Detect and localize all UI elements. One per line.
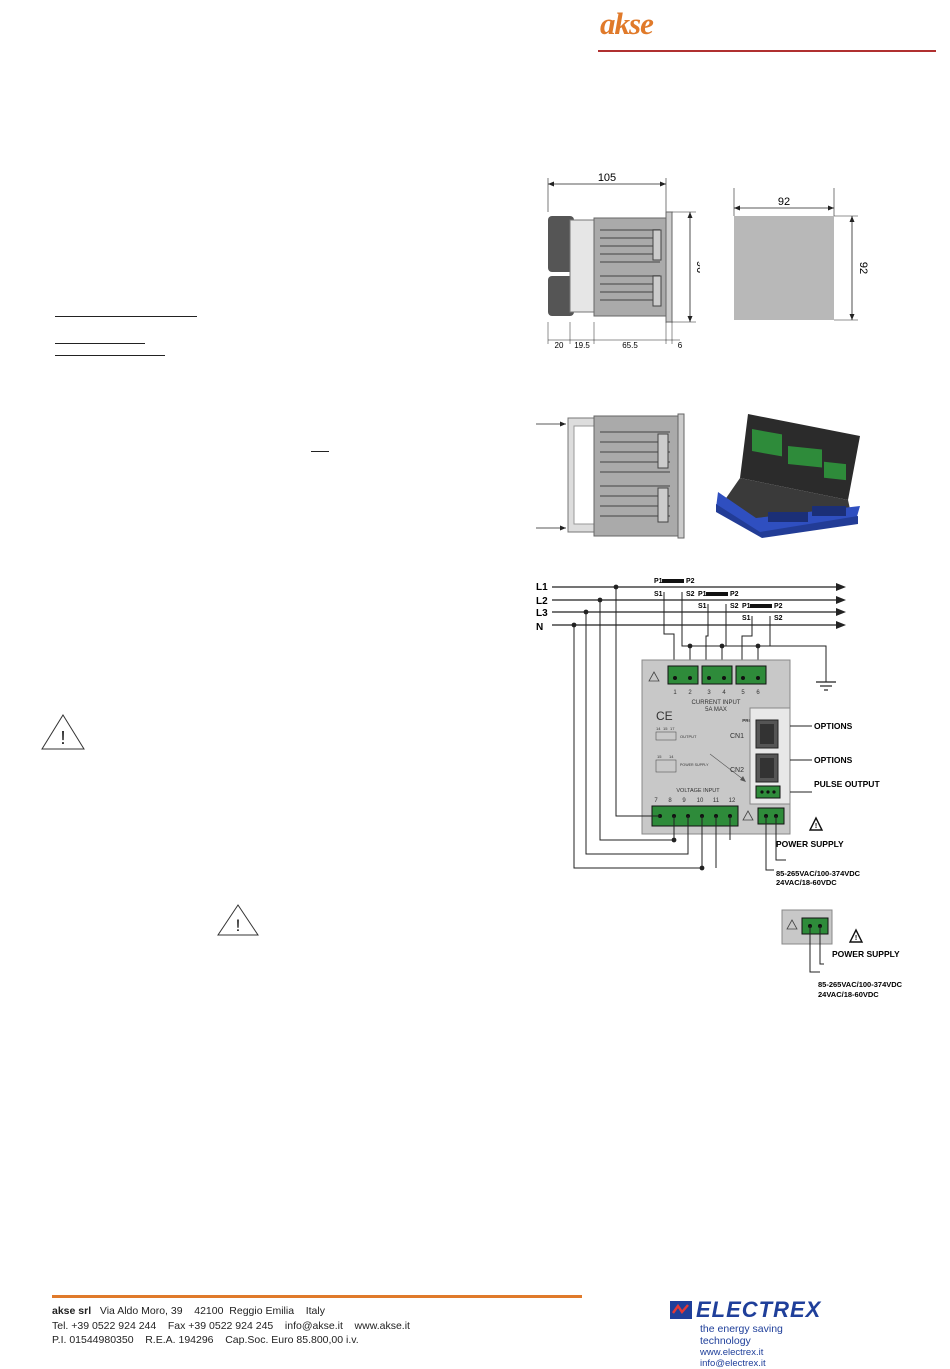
dim-seg-4: 6 bbox=[678, 341, 683, 350]
dim-width: 105 bbox=[598, 172, 616, 184]
svg-text:P2: P2 bbox=[730, 591, 739, 598]
supply-range-2: 24VAC/18-60VDC bbox=[776, 878, 837, 886]
warning-symbol: ! bbox=[60, 728, 65, 748]
header-rule bbox=[598, 50, 936, 52]
cn2-label: CN2 bbox=[730, 767, 744, 774]
dim-height: 96 bbox=[694, 261, 700, 273]
svg-text:P2: P2 bbox=[686, 578, 695, 585]
cutout-height: 92 bbox=[857, 262, 869, 274]
akse-logo: akse bbox=[600, 6, 670, 46]
power-supply-detail: ! POWER SUPPLY 85-265VAC/100-374VDC 24VA… bbox=[781, 909, 903, 999]
svg-text:8: 8 bbox=[668, 798, 672, 804]
electrex-logo: ELECTREX the energy saving technology ww… bbox=[670, 1297, 830, 1369]
footer-rule bbox=[52, 1295, 582, 1298]
svg-text:12: 12 bbox=[729, 798, 736, 804]
dim-seg-3: 65.5 bbox=[622, 341, 638, 350]
svg-text:S2: S2 bbox=[686, 591, 695, 598]
footer-address: Via Aldo Moro, 39 42100 Reggio Emilia It… bbox=[91, 1305, 325, 1317]
logo-text: akse bbox=[600, 6, 654, 41]
pulse-output-label: PULSE OUTPUT bbox=[814, 779, 880, 789]
svg-text:6: 6 bbox=[756, 690, 760, 696]
supply-range-1: 85-265VAC/100-374VDC bbox=[776, 869, 861, 878]
warning-symbol-2: ! bbox=[236, 916, 241, 935]
svg-text:!: ! bbox=[855, 935, 857, 942]
svg-text:P1: P1 bbox=[698, 591, 707, 598]
line-l2: L2 bbox=[536, 596, 548, 607]
options-label-1: OPTIONS bbox=[814, 721, 853, 731]
line-l3: L3 bbox=[536, 608, 548, 619]
svg-text:14: 14 bbox=[656, 726, 661, 731]
detail-supply-1: 85-265VAC/100-374VDC bbox=[818, 980, 903, 989]
warning-triangle-icon: ! bbox=[41, 714, 85, 750]
options-label-2: OPTIONS bbox=[814, 755, 853, 765]
footer-company: akse srl bbox=[52, 1305, 92, 1317]
current-input-label: CURRENT INPUT bbox=[692, 700, 741, 706]
device-3d-image bbox=[716, 414, 860, 538]
line-n: N bbox=[536, 622, 543, 633]
svg-text:15: 15 bbox=[663, 726, 668, 731]
underline-2 bbox=[55, 343, 145, 344]
side-dimension-drawing: 105 96 20 19.5 65.5 6 bbox=[547, 172, 700, 350]
electrex-mark-icon bbox=[670, 1301, 692, 1319]
svg-text:2: 2 bbox=[688, 690, 692, 696]
footer-address-line: akse srl Via Aldo Moro, 39 42100 Reggio … bbox=[52, 1305, 325, 1317]
detail-supply-2: 24VAC/18-60VDC bbox=[818, 990, 879, 999]
ps-small-label: POWER SUPPLY bbox=[680, 763, 709, 767]
svg-text:11: 11 bbox=[713, 798, 720, 804]
svg-text:P2: P2 bbox=[774, 603, 783, 610]
footer-legal: P.I. 01544980350 R.E.A. 194296 Cap.Soc. … bbox=[52, 1334, 359, 1346]
svg-text:P1: P1 bbox=[742, 603, 751, 610]
detail-power-supply: POWER SUPPLY bbox=[832, 949, 900, 959]
svg-text:10: 10 bbox=[697, 798, 704, 804]
electrex-tagline: the energy saving technology bbox=[700, 1323, 783, 1347]
svg-text:9: 9 bbox=[682, 798, 686, 804]
svg-text:!: ! bbox=[815, 823, 817, 830]
electrex-brand: ELECTREX bbox=[696, 1297, 822, 1322]
cutout-width: 92 bbox=[778, 196, 790, 208]
svg-text:S1: S1 bbox=[654, 591, 663, 598]
dim-seg-1: 20 bbox=[555, 341, 564, 350]
svg-text:S2: S2 bbox=[774, 615, 783, 622]
cn1-label: CN1 bbox=[730, 733, 744, 740]
svg-text:S2: S2 bbox=[730, 603, 739, 610]
svg-text:4: 4 bbox=[722, 690, 726, 696]
footer-contacts: Tel. +39 0522 924 244 Fax +39 0522 924 2… bbox=[52, 1320, 410, 1332]
voltage-input-label: VOLTAGE INPUT bbox=[676, 788, 720, 794]
output-label: OUTPUT bbox=[680, 734, 697, 739]
mounting-drawing bbox=[536, 413, 685, 539]
power-supply-label: POWER SUPPLY bbox=[776, 839, 844, 849]
svg-text:17: 17 bbox=[670, 726, 675, 731]
electrex-web: www.electrex.it info@electrex.it bbox=[700, 1347, 766, 1369]
svg-text:15: 15 bbox=[657, 754, 662, 759]
svg-text:3: 3 bbox=[707, 690, 711, 696]
cutout-dimension-drawing: 92 92 bbox=[733, 188, 869, 321]
line-l1: L1 bbox=[536, 582, 548, 593]
svg-text:S1: S1 bbox=[742, 615, 751, 622]
svg-text:5: 5 bbox=[741, 690, 745, 696]
underline-4 bbox=[311, 451, 329, 452]
warning-triangle-icon-2: ! bbox=[217, 904, 259, 936]
dim-seg-2: 19.5 bbox=[574, 341, 590, 350]
svg-text:7: 7 bbox=[654, 798, 658, 804]
svg-text:1: 1 bbox=[673, 690, 677, 696]
svg-text:14: 14 bbox=[669, 754, 674, 759]
svg-text:S1: S1 bbox=[698, 603, 707, 610]
underline-3 bbox=[55, 355, 165, 356]
underline-1 bbox=[55, 316, 197, 317]
current-input-rating: 5A MAX bbox=[705, 707, 727, 713]
ce-mark: CE bbox=[656, 709, 673, 723]
svg-text:P1: P1 bbox=[654, 578, 663, 585]
